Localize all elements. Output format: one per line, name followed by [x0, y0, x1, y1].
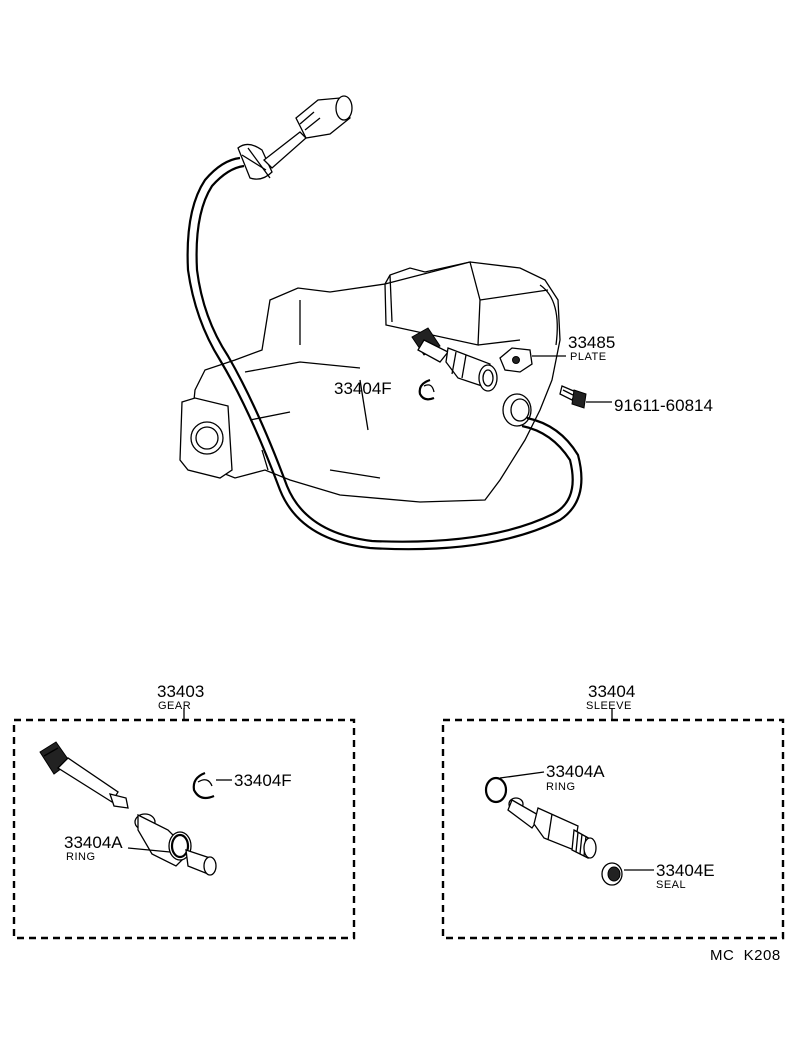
sleeve-kit-box	[441, 718, 785, 940]
sleeve-name-label: SLEEVE	[586, 700, 632, 712]
gear-clip-number-label: 33404F	[234, 771, 292, 790]
clip-top-number-label: 33404F	[334, 379, 392, 398]
seal-part	[601, 862, 623, 886]
seal-name-label: SEAL	[656, 879, 686, 891]
speedometer-cable	[186, 95, 583, 551]
plate-part	[499, 347, 533, 373]
sleeve-part	[507, 797, 597, 859]
sleeve-number-label: 33404	[588, 682, 635, 701]
sleeve-ring-number-label: 33404A	[546, 762, 605, 781]
bolt-number-label: 91611-60814	[614, 396, 713, 415]
clip-part-top	[418, 378, 435, 401]
gear-ring-number-label: 33404A	[64, 833, 123, 852]
transmission-housing	[179, 261, 561, 503]
gear-ring-name-label: RING	[66, 851, 96, 863]
sleeve-ring-part	[484, 776, 508, 804]
bolt-part	[559, 385, 587, 409]
gear-sleeve-part	[134, 813, 217, 876]
gear-kit-clip-part	[192, 771, 215, 800]
sleeve-ring-leader-line	[499, 771, 545, 779]
driven-gear-part	[39, 741, 129, 809]
gear-number-label: 33403	[157, 682, 204, 701]
gear-name-label: GEAR	[158, 700, 191, 712]
drawing-code-label: MC K208	[710, 947, 781, 964]
seal-number-label: 33404E	[656, 861, 715, 880]
installed-driven-gear	[411, 327, 498, 392]
plate-number-label: 33485	[568, 333, 615, 352]
sleeve-ring-name-label: RING	[546, 781, 576, 793]
gear-ring-leader-line	[127, 847, 171, 853]
plate-name-label: PLATE	[570, 351, 607, 363]
gear-kit-box	[12, 718, 356, 940]
